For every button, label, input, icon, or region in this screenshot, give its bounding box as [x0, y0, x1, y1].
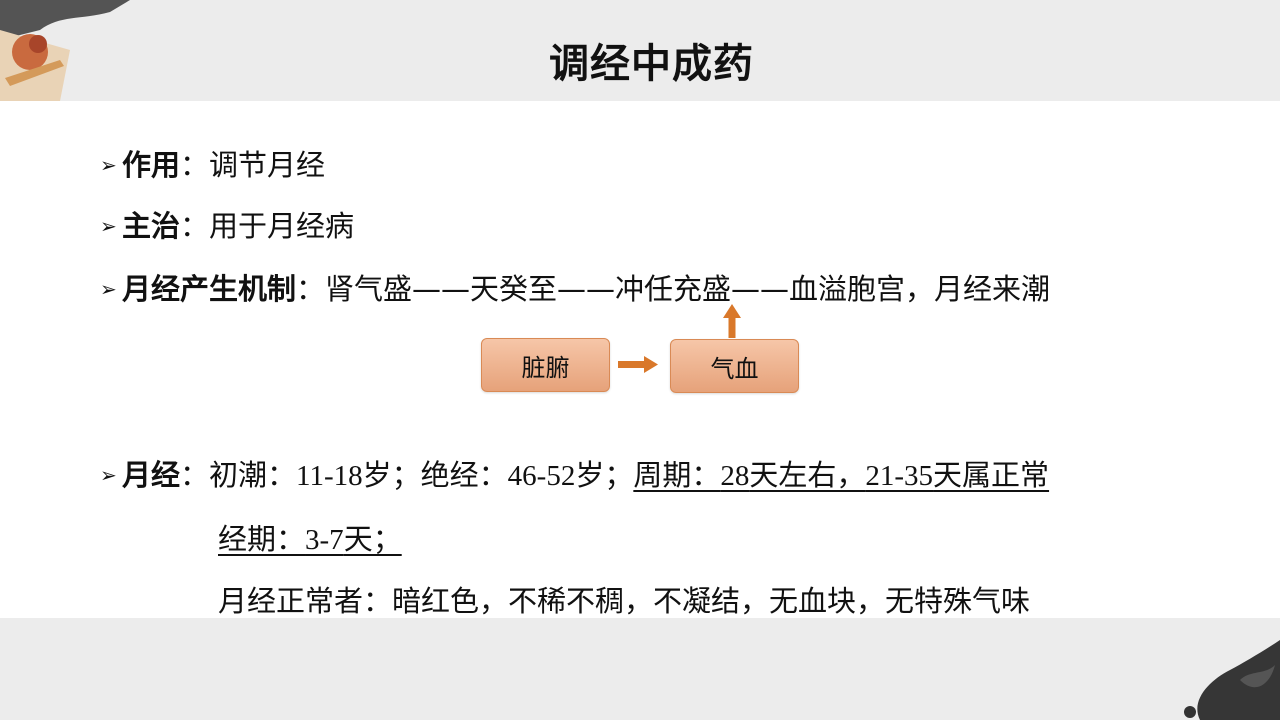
period-label: 经期： [218, 522, 306, 556]
menstruation-line: ➢月经：初潮：11-18岁；绝经：46-52岁；周期：28天左右，21-35天属… [100, 455, 1049, 496]
cycle-approx: 天左右， [749, 458, 866, 492]
period-days: 3-7 [305, 524, 344, 556]
period-unit: 天； [343, 522, 402, 556]
age-unit: 岁； [575, 458, 634, 492]
cycle-normal: 天属正常 [933, 458, 1050, 492]
arrow-bullet-icon: ➢ [100, 214, 117, 238]
indication-line: ➢主治：用于月经病 [100, 206, 354, 246]
menopause-age: 46-52 [507, 460, 576, 492]
colon: ： [296, 272, 326, 306]
mechanism-label: 月经产生机制 [122, 272, 297, 306]
menopause-label: 岁；绝经： [362, 458, 508, 492]
cycle-range: 21-35 [865, 460, 934, 492]
arrow-bullet-icon: ➢ [100, 463, 117, 487]
menarche-age: 11-18 [296, 460, 363, 492]
function-line: ➢作用：调节月经 [100, 145, 325, 185]
function-text: 调节月经 [209, 148, 326, 182]
colon: ： [180, 148, 210, 182]
colon: ： [180, 209, 210, 243]
cycle-text: 周期：28天左右，21-35天属正常 [633, 458, 1049, 492]
arrow-bullet-icon: ➢ [100, 153, 117, 177]
cycle-label: 周期： [633, 458, 721, 492]
herbal-decoration-image [0, 0, 130, 101]
menarche-label: 初潮： [209, 458, 297, 492]
page-title: 调经中成药 [549, 41, 754, 87]
menstruation-label: 月经 [122, 458, 181, 492]
indication-text: 用于月经病 [209, 209, 355, 243]
header-band [0, 0, 1280, 101]
indication-label: 主治 [122, 209, 181, 243]
ink-painting-image [1184, 640, 1280, 720]
arrow-bullet-icon: ➢ [100, 277, 117, 301]
arrow-right-icon [618, 356, 658, 373]
cycle-days: 28 [720, 460, 750, 492]
arrow-up-icon [723, 304, 741, 338]
mechanism-line: ➢月经产生机制：肾气盛——天癸至——冲任充盛——血溢胞宫，月经来潮 [100, 269, 1050, 309]
footer-band [0, 618, 1280, 720]
mechanism-text: 肾气盛——天癸至——冲任充盛——血溢胞宫，月经来潮 [325, 272, 1051, 306]
qixue-box: 气血 [670, 339, 799, 393]
function-label: 作用 [122, 148, 181, 182]
period-duration-line: 经期：3-7天； [218, 519, 402, 560]
normal-menstruation-line: 月经正常者：暗红色，不稀不稠，不凝结，无血块，无特殊气味 [218, 584, 1031, 618]
colon: ： [180, 458, 210, 492]
zangfu-box: 脏腑 [481, 338, 610, 392]
